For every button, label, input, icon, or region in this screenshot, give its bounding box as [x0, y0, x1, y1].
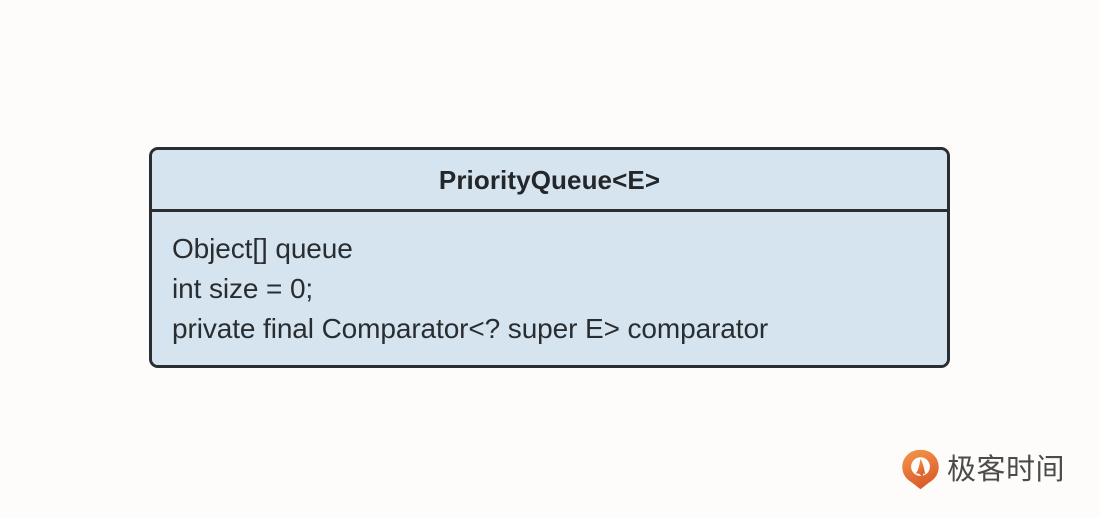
uml-class-header: PriorityQueue<E>	[152, 150, 947, 212]
uml-attribute-line: private final Comparator<? super E> comp…	[172, 313, 769, 344]
uml-attribute-line: int size = 0;	[172, 273, 314, 304]
geektime-pin-icon	[901, 449, 940, 490]
brand-watermark: 极客时间	[901, 449, 1065, 490]
brand-name: 极客时间	[947, 452, 1066, 486]
uml-attribute-line: Object[] queue	[172, 233, 353, 264]
uml-class-attributes-compartment: Object[] queue int size = 0; private fin…	[152, 212, 947, 365]
uml-class-box: PriorityQueue<E> Object[] queue int size…	[149, 147, 950, 368]
uml-class-title: PriorityQueue<E>	[438, 164, 661, 195]
